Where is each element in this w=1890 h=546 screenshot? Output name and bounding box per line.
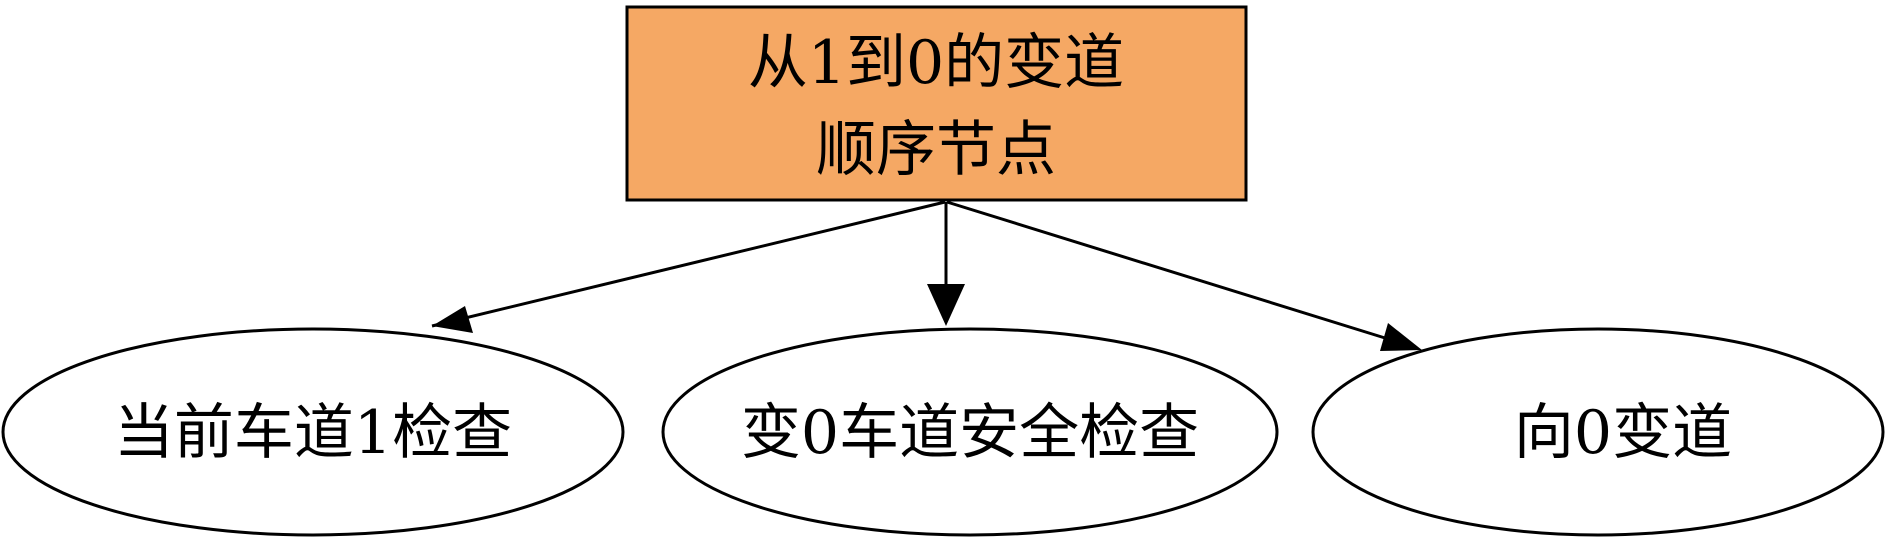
child-node-1: 当前车道1检查 bbox=[1, 327, 625, 537]
child-node-3: 向0变道 bbox=[1311, 327, 1885, 537]
child-node-1-label: 当前车道1检查 bbox=[114, 398, 512, 468]
root-sequence-node: 从1到0的变道 顺序节点 bbox=[625, 5, 1248, 202]
child-node-2: 变0车道安全检查 bbox=[661, 327, 1279, 537]
arrowhead-child-3 bbox=[1380, 323, 1422, 351]
child-node-3-ellipse bbox=[1311, 327, 1885, 537]
child-node-2-ellipse bbox=[661, 327, 1279, 537]
child-node-2-label: 变0车道安全检查 bbox=[741, 398, 1199, 468]
child-node-1-ellipse bbox=[1, 327, 625, 537]
root-node-label-line2: 顺序节点 bbox=[816, 115, 1056, 185]
edges bbox=[431, 200, 1422, 351]
root-node-label-line1: 从1到0的变道 bbox=[748, 28, 1124, 98]
edge-root-to-child-1 bbox=[431, 200, 946, 328]
arrowhead-child-1 bbox=[432, 306, 473, 333]
arrowhead-child-2 bbox=[927, 284, 965, 326]
root-node-box bbox=[625, 5, 1248, 202]
child-node-3-label: 向0变道 bbox=[1514, 398, 1732, 468]
edge-root-to-child-3 bbox=[946, 200, 1386, 340]
